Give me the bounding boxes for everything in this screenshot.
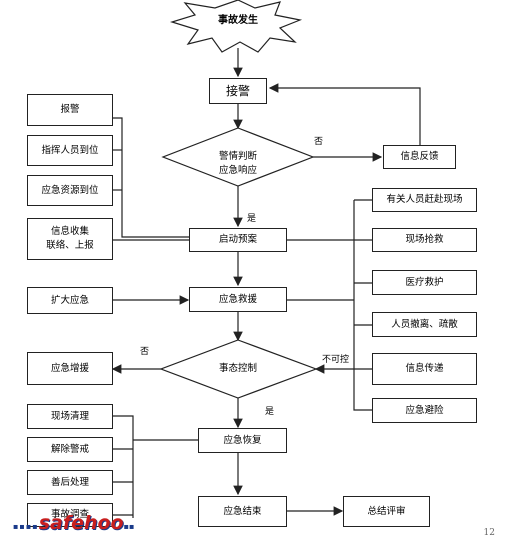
left-bottom-item-3: 善后处理 [27,470,113,495]
decision-alert-label: 警情判断 应急响应 [218,151,257,176]
rescue-box: 应急救援 [189,287,287,312]
left-top-item-1: 报警 [27,94,113,126]
left-top-item-3: 应急资源到位 [27,175,113,206]
right-item-3: 医疗救护 [372,270,477,295]
left-bottom-item-1: 现场清理 [27,404,113,429]
left-bottom-item-4: 事故调查 [27,503,113,527]
recover-box: 应急恢复 [198,428,287,453]
decision-control-diamond [159,339,318,399]
end-box: 应急结束 [198,496,287,527]
right-item-6: 应急避险 [372,398,477,423]
right-item-2: 现场抢救 [372,228,477,252]
feedback-box: 信息反馈 [383,145,456,169]
decision1-yes-label: 是 [247,214,257,224]
decision-alert-diamond [161,127,315,187]
left-bottom-item-2: 解除警戒 [27,437,113,462]
expand-box: 扩大应急 [27,287,113,314]
left-top-item-2: 指挥人员到位 [27,135,113,166]
right-item-1: 有关人员赶赴现场 [372,188,477,212]
uncontrollable-label: 不可控 [322,355,350,365]
decision2-yes-label: 是 [265,407,275,417]
right-item-4: 人员撤离、疏散 [372,312,477,337]
review-box: 总结评审 [343,496,430,527]
left-top-item-4: 信息收集 联络、上报 [27,218,113,260]
reinforce-box: 应急增援 [27,352,113,385]
receive-alarm-box: 接警 [209,78,267,104]
decision1-no-label: 否 [314,137,324,147]
start-plan-box: 启动预案 [189,228,287,252]
decision2-no-label: 否 [140,347,150,357]
safehoo-logo: ▪▪▪▪safehoo▪▪ [13,512,135,534]
start-label: 事故发生 [218,15,258,26]
decision-control-label: 事态控制 [218,363,257,374]
right-item-5: 信息传递 [372,353,477,385]
start-burst [169,0,303,53]
page-number: 12 [483,528,495,538]
